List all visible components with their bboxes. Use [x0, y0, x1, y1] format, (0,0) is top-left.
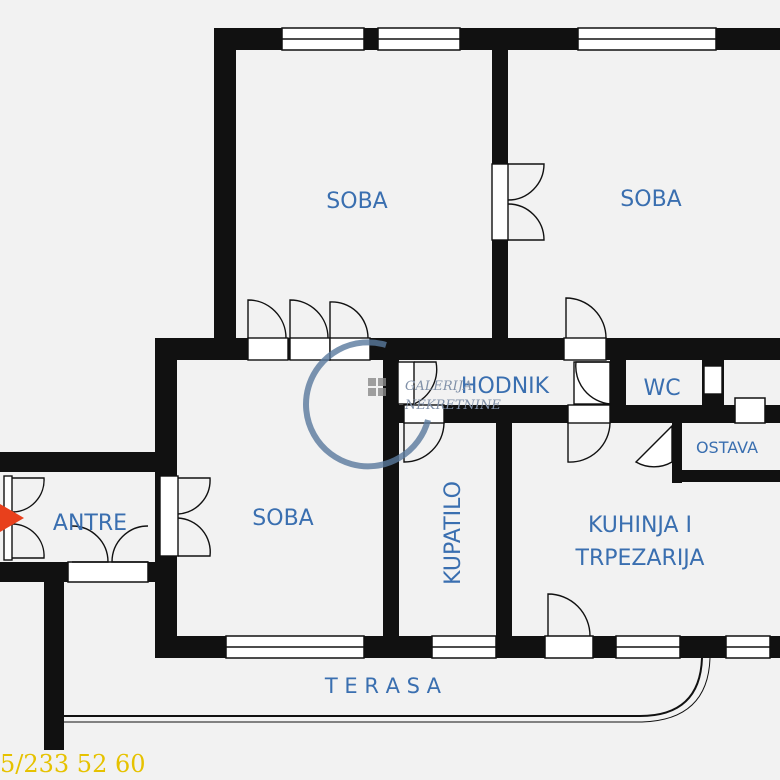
watermark-line2: NEKRETNINE	[404, 398, 501, 413]
room-label-wc: WC	[643, 376, 680, 401]
room-label-kuhinja-line2: TRPEZARIJA	[575, 546, 705, 571]
windows	[67, 27, 771, 659]
wall-soba-kupatilo	[383, 360, 399, 658]
wall-antre-top	[0, 452, 177, 472]
room-label-kupatilo: KUPATILO	[441, 481, 466, 585]
room-label-hodnik: HODNIK	[461, 374, 550, 399]
room-label-ostava: OSTAVA	[696, 438, 758, 457]
watermark-line1: GALERIJA	[405, 379, 472, 394]
room-label-kuhinja-line1: KUHINJA I	[588, 513, 692, 538]
room-label-soba: SOBA	[252, 506, 313, 531]
window	[734, 397, 766, 424]
wall-terasa-left	[44, 582, 64, 750]
room-label-soba: SOBA	[620, 187, 681, 212]
window	[544, 635, 594, 659]
wall-ostava-left	[672, 423, 682, 483]
watermark-logo-icon	[303, 339, 431, 470]
wall-ostava-bottom	[672, 470, 780, 482]
entry-arrow-icon	[0, 504, 24, 532]
phone-number: 5/233 52 60	[0, 750, 146, 778]
room-label-antre: ANTRE	[53, 511, 127, 536]
room-label-terasa: T E R A S A	[324, 674, 442, 698]
terrace-edge-inner	[64, 657, 711, 723]
wall-top-block-left	[214, 28, 236, 360]
terrace-edge	[64, 657, 703, 717]
window	[67, 561, 149, 583]
room-label-soba: SOBA	[326, 189, 387, 214]
wall-wc-left	[610, 350, 626, 410]
wall-kupatilo-kuhinja	[496, 405, 512, 658]
